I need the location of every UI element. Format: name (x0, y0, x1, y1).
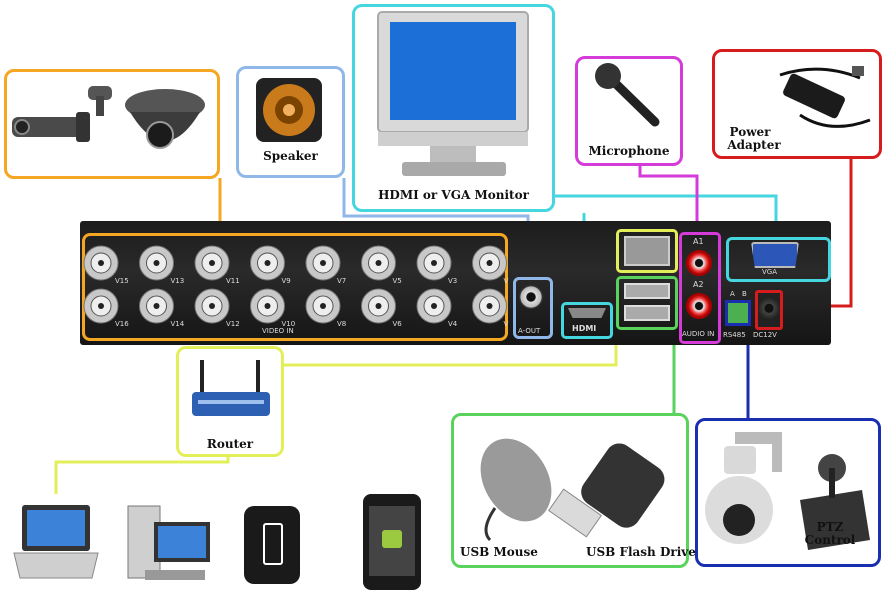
bnc-connector[interactable] (472, 288, 507, 324)
rs485-a-label: A (730, 290, 735, 298)
dc12v-port[interactable] (755, 290, 783, 330)
speaker-label: Speaker (263, 149, 318, 163)
video-in-label: VIDEO IN (262, 327, 294, 335)
dc12v-label: DC12V (753, 331, 777, 339)
bnc-label: V7 (337, 277, 346, 285)
bnc-connector[interactable] (139, 245, 174, 281)
ptz-label-2: Control (804, 533, 856, 547)
bnc-connector[interactable] (416, 288, 452, 324)
bnc-label: V9 (282, 277, 291, 285)
lan-port-group[interactable] (616, 229, 678, 273)
usb-port-group[interactable] (616, 276, 678, 330)
ptz-camera-icon (705, 432, 782, 544)
bnc-connector[interactable] (305, 288, 341, 324)
a-out-jack[interactable] (519, 285, 543, 309)
bnc-connector[interactable] (83, 245, 119, 281)
usb-port-1[interactable] (624, 283, 670, 299)
bnc-label: V11 (226, 277, 240, 285)
power-adapter-label-1: Power (729, 125, 771, 139)
usb-flash-label: USB Flash Drive (586, 545, 696, 559)
usb-port-2[interactable] (624, 305, 670, 321)
bnc-label: V15 (115, 277, 129, 285)
audio-in-label: AUDIO IN (682, 330, 715, 338)
lan-port[interactable] (624, 236, 670, 266)
rs485-label: RS485 (723, 331, 746, 339)
bnc-label: V10 (282, 320, 296, 328)
bnc-label: V3 (448, 277, 457, 285)
usb-flash-drive-icon (548, 432, 665, 538)
video-in-group (82, 233, 508, 341)
smartphone-icon (244, 506, 300, 584)
vga-label: VGA (762, 268, 778, 276)
bnc-connector[interactable] (361, 245, 396, 281)
microphone-box (575, 56, 683, 166)
bnc-connector[interactable] (250, 245, 285, 281)
audio-a2-jack[interactable] (686, 293, 712, 319)
bnc-label: V5 (393, 277, 402, 285)
bnc-label: V6 (393, 320, 403, 328)
bnc-label: V4 (448, 320, 458, 328)
laptop-icon (13, 505, 99, 579)
rs485-b-label: B (742, 290, 747, 298)
dvr-back-panel (80, 221, 831, 345)
bnc-connector[interactable] (361, 288, 396, 324)
audio-a1-jack[interactable] (686, 250, 712, 276)
ptz-joystick-icon (800, 454, 870, 550)
monitor-label: HDMI or VGA Monitor (378, 188, 529, 202)
audio-a2-label: A2 (693, 280, 704, 289)
bnc-connector[interactable] (139, 288, 174, 324)
router-devices-wire (54, 457, 230, 494)
usb-mouse-label: USB Mouse (460, 545, 538, 559)
microphone-label: Microphone (588, 144, 670, 158)
bnc-label: V13 (171, 277, 185, 285)
a-out-group[interactable] (513, 277, 553, 339)
microphone-wire (638, 166, 699, 232)
hdmi-label: HDMI (572, 324, 597, 333)
bnc-connector[interactable] (83, 288, 119, 324)
bnc-connector[interactable] (472, 245, 507, 281)
ptz-label-1: PTZ (816, 520, 844, 534)
power-adapter-label-2: Adapter (727, 138, 781, 152)
bnc-connector[interactable] (194, 288, 230, 324)
desktop-pc-icon (127, 505, 210, 580)
bnc-label: V (504, 277, 509, 285)
audio-in-group[interactable] (679, 232, 721, 344)
bnc-connector[interactable] (416, 245, 452, 281)
a-out-label: A-OUT (518, 327, 541, 335)
hdmi-port[interactable] (568, 308, 606, 318)
bnc-connector[interactable] (250, 288, 285, 324)
audio-a1-label: A1 (693, 237, 704, 246)
bnc-connector[interactable] (194, 245, 230, 281)
usb-mouse-icon (480, 438, 552, 542)
bnc-label: V8 (337, 320, 346, 328)
bnc-label: V16 (115, 320, 129, 328)
router-label: Router (206, 437, 254, 451)
vga-port-group[interactable] (726, 237, 831, 282)
bnc-label: V14 (171, 320, 185, 328)
rs485-terminal[interactable] (725, 300, 751, 326)
bnc-label: V (504, 320, 509, 328)
hdmi-port-group[interactable] (561, 302, 613, 339)
bnc-label: V12 (226, 320, 240, 328)
android-phone-icon (363, 494, 421, 590)
bnc-connector[interactable] (305, 245, 341, 281)
